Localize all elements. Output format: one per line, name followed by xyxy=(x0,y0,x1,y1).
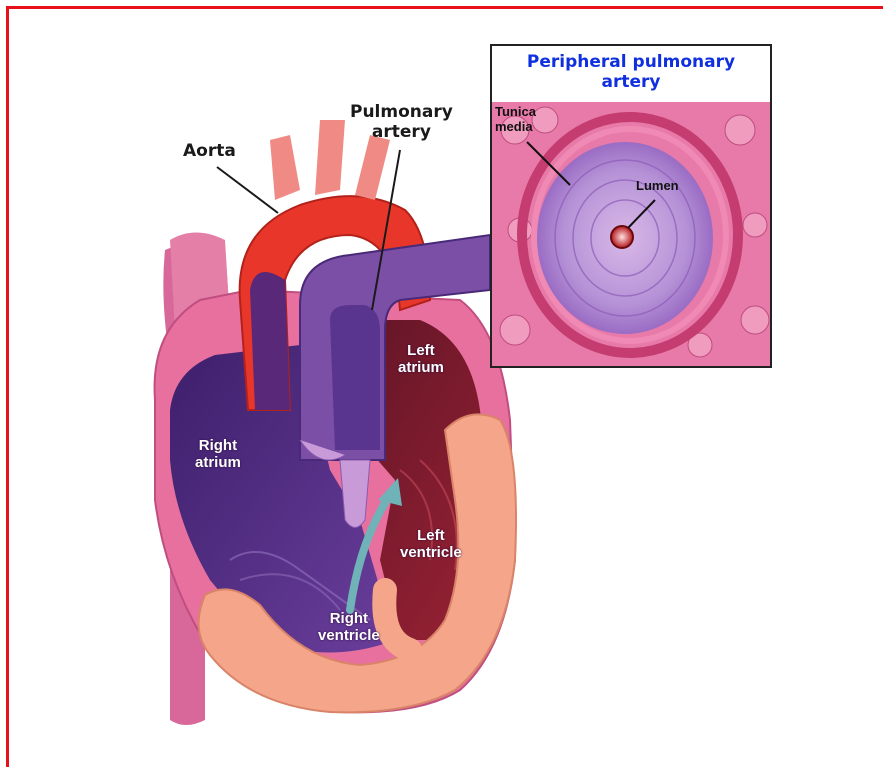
left-atrium-label: Left atrium xyxy=(398,342,444,377)
lumen-label: Lumen xyxy=(636,179,679,194)
pulmonary-artery-label: Pulmonary artery xyxy=(350,103,453,142)
inset-title: Peripheral pulmonary artery xyxy=(491,53,771,92)
aorta-leader-line xyxy=(217,167,278,213)
inset-panel xyxy=(491,45,771,367)
right-atrium-label: Right atrium xyxy=(195,437,241,472)
tunica-media-label: Tunica media xyxy=(495,105,536,135)
aorta-label: Aorta xyxy=(183,142,236,162)
lumen-dot xyxy=(611,226,633,248)
right-ventricle-label: Right ventricle xyxy=(318,610,380,645)
left-ventricle-label: Left ventricle xyxy=(400,527,462,562)
